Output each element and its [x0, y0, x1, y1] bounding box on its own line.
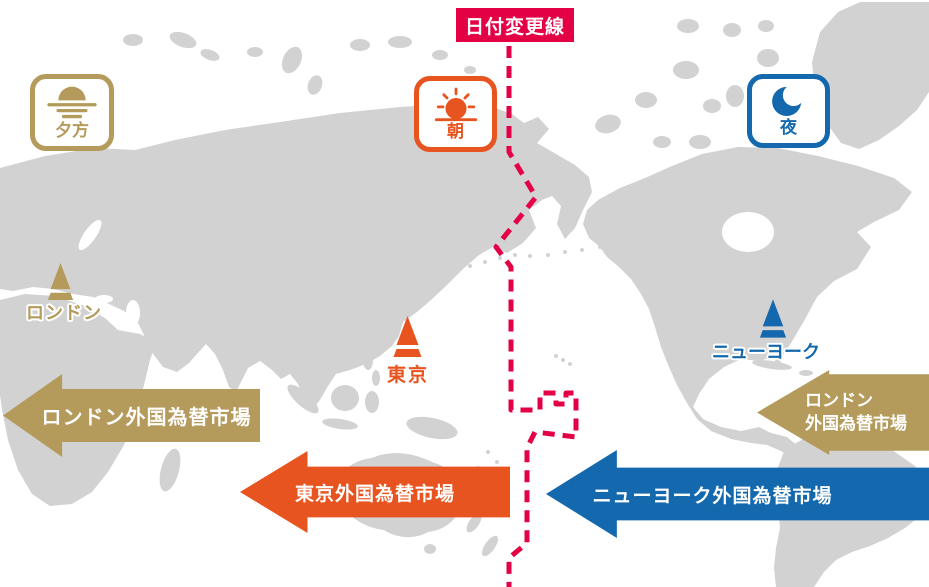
- island-sakhalin: [428, 226, 442, 272]
- time-badge-evening: 夕方: [30, 74, 114, 151]
- date-line-label: 日付変更線: [464, 16, 565, 38]
- newyork-market-label: ニューヨーク外国為替市場: [592, 485, 833, 507]
- baltic-sea: [78, 219, 102, 251]
- london-market-label-wrapped: ロンドン 外国為替市場: [757, 390, 929, 434]
- sunrise-icon: [434, 87, 477, 122]
- tokyo-city-label: 東京: [386, 365, 429, 386]
- london-market-line2: 外国為替市場: [805, 413, 907, 433]
- newyork-city-label: ニューヨーク: [712, 342, 820, 362]
- time-badge-morning: 朝: [414, 76, 497, 152]
- island-iceland: [0, 187, 26, 205]
- newyork-pin-icon: [759, 299, 787, 338]
- island-britain: [40, 240, 58, 274]
- international-date-line: [493, 46, 579, 587]
- evening-label: 夕方: [55, 121, 89, 141]
- black-sea: [95, 295, 113, 303]
- night-label: 夜: [780, 118, 797, 138]
- hudson-bay: [722, 212, 774, 252]
- islands-japan: [382, 272, 427, 337]
- time-badge-night: 夜: [747, 74, 830, 148]
- tokyo-pin-icon: [393, 316, 422, 357]
- london-market-line1: ロンドン: [805, 391, 873, 411]
- landmass-north-america: [583, 147, 912, 461]
- landmass-greenland: [812, 2, 929, 149]
- date-line-badge: 日付変更線: [456, 8, 574, 42]
- london-city-label: ロンドン: [26, 303, 102, 323]
- tokyo-market-label: 東京外国為替市場: [294, 483, 455, 505]
- sunset-icon: [47, 86, 97, 119]
- london-market-label: ロンドン外国為替市場: [41, 407, 252, 429]
- landmass-eurasia: [0, 103, 592, 410]
- crescent-moon-icon: [771, 84, 804, 117]
- caspian-sea: [126, 300, 140, 326]
- london-pin-icon: [47, 263, 74, 300]
- morning-label: 朝: [447, 122, 464, 142]
